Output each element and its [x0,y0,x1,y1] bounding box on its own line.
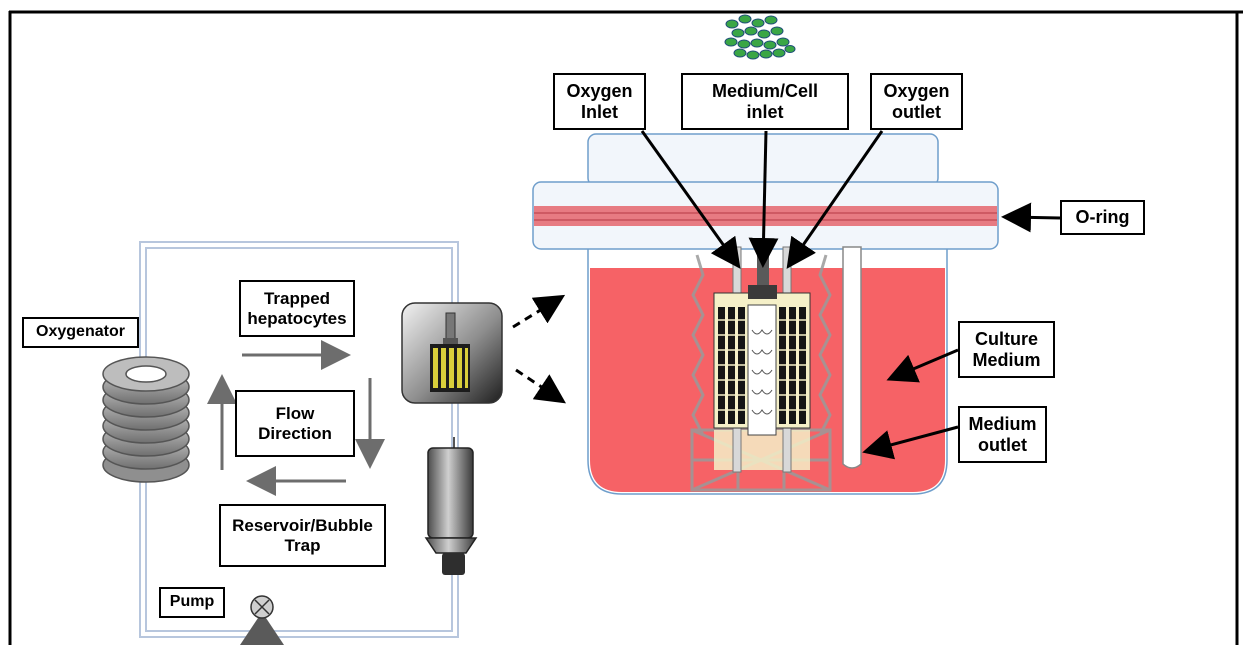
culture-medium-line-1: Culture [975,328,1038,349]
pump-icon [240,595,284,645]
bioreactor-thumbnail-icon [401,302,503,404]
trapped-hepatocytes-line-2: hepatocytes [247,308,347,328]
oxygen-outlet-label: Oxygen outlet [870,73,963,130]
oxygen-inlet-line-1: Oxygen [566,80,633,101]
flow-direction-line-1: Flow [275,403,315,423]
medium-cell-inlet-label: Medium/Cell inlet [681,73,849,130]
reservoir-bubble-trap-line-1: Reservoir/Bubble [232,515,373,535]
o-ring-label: O-ring [1060,200,1145,235]
oxygen-outlet-line-1: Oxygen [883,80,950,101]
oxygenator-label: Oxygenator [22,317,139,348]
oxygen-outlet-line-2: outlet [892,101,941,122]
zoom-arrows [512,294,566,404]
trapped-hepatocytes-line-1: Trapped [263,288,331,308]
medium-outlet-label: Medium outlet [958,406,1047,463]
medium-outlet-line-2: outlet [978,434,1027,455]
trapped-hepatocytes-label: Trapped hepatocytes [239,280,355,337]
reservoir-bubble-trap-icon [424,437,478,575]
reservoir-bubble-trap-line-2: Trap [284,535,321,555]
oxygen-inlet-label: Oxygen Inlet [553,73,646,130]
culture-medium-label: Culture Medium [958,321,1055,378]
pump-label: Pump [159,587,225,618]
oxygen-inlet-line-2: Inlet [580,101,618,122]
culture-medium-line-2: Medium [972,349,1041,370]
flow-direction-line-2: Direction [258,423,332,443]
flow-arrows [207,340,385,496]
medium-cell-inlet-line-2: inlet [746,101,784,122]
medium-outlet-tube [842,246,862,469]
pointer-arrows [640,130,1061,460]
coil-oxygenator-icon [102,356,190,483]
reservoir-bubble-trap-label: Reservoir/Bubble Trap [219,504,386,567]
oxygenator-text: Oxygenator [36,323,125,341]
bioreactor-insert [690,246,832,492]
medium-outlet-line-1: Medium [968,413,1037,434]
medium-cell-inlet-line-1: Medium/Cell [711,80,818,101]
cell-cluster-icon [724,14,796,60]
flow-direction-label: Flow Direction [235,390,355,457]
figure-frame [8,10,1243,645]
o-ring-text: O-ring [1075,207,1130,228]
pump-text: Pump [169,593,215,611]
